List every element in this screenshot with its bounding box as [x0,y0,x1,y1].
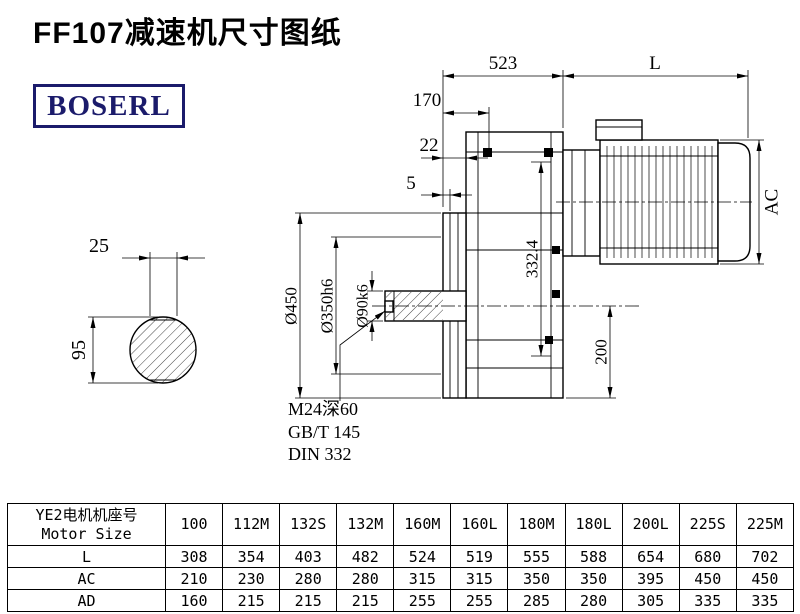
table-row-AC: AC 210 230 280 280 315 315 350 350 395 4… [7,567,795,590]
cell: 588 [564,545,623,568]
motor-size-header: YE2电机机座号 Motor Size [7,503,166,546]
row-label-AC: AC [7,567,166,590]
dim-shaft-95-label: 95 [68,340,90,360]
cell: 215 [279,589,338,612]
cell: 160 [164,589,224,612]
note-thread-m24: M24深60 [288,399,358,419]
cell: 354 [222,545,281,568]
cell: 335 [678,589,737,612]
dim-332-label: 332.4 [523,239,542,278]
dim-motor-length-label: L [649,53,661,74]
cell: 280 [336,567,395,590]
dim-flange-od-label: Ø450 [282,287,301,325]
cell: 395 [621,567,680,590]
cell: 403 [279,545,338,568]
cell: 335 [735,589,795,612]
m24-leader [339,310,386,401]
table-row-AD: AD 160 215 215 215 255 255 285 280 305 3… [7,589,795,612]
shaft-section-detail [129,316,197,384]
col-header-132m: 132M [336,503,395,546]
cell: 450 [735,567,795,590]
shaft-circle [129,316,197,384]
dim-motor-ac-label: AC [762,189,783,215]
col-header-100: 100 [164,503,224,546]
motor-size-en: Motor Size [41,524,132,543]
row-label-AD: AD [7,589,166,612]
col-header-225m: 225M [735,503,795,546]
table-header-row: YE2电机机座号 Motor Size 100 112M 132S 132M 1… [7,503,795,546]
dim-523-label: 523 [489,53,518,74]
m24-tap-hole [384,300,394,313]
cell: 210 [164,567,224,590]
gearbox-view [372,119,752,399]
col-header-160m: 160M [393,503,452,546]
dim-200-label: 200 [592,339,611,365]
size-table: YE2电机机座号 Motor Size 100 112M 132S 132M 1… [7,503,795,612]
note-gb-145: GB/T 145 [288,422,360,442]
logo-boserl: BOSERL [33,84,185,128]
row-label-L: L [7,545,166,568]
cell: 450 [678,567,737,590]
logo-text: BOSERL [47,89,171,122]
cell: 680 [678,545,737,568]
keyway-chords [149,319,177,381]
cell: 654 [621,545,680,568]
note-din-332: DIN 332 [288,444,352,464]
cell: 230 [222,567,281,590]
motor-size-cn: YE2电机机座号 [35,505,138,524]
dimension-labels: 523 L 170 22 5 Ø450 Ø350h6 Ø90k6 332.4 2… [68,53,783,464]
cell: 255 [393,589,452,612]
cell: 305 [621,589,680,612]
terminal-box [595,119,643,141]
dim-22-label: 22 [420,135,439,156]
cell: 285 [507,589,566,612]
cell: 519 [450,545,509,568]
dim-spigot-label: Ø350h6 [318,279,337,334]
table-row-L: L 308 354 403 482 524 519 555 588 654 68… [7,545,795,568]
dim-shaft-bore-label: Ø90k6 [355,284,372,328]
motor [595,119,751,265]
cell: 555 [507,545,566,568]
cell: 215 [336,589,395,612]
cell: 482 [336,545,395,568]
col-header-112m: 112M [222,503,281,546]
dim-5-label: 5 [406,173,416,194]
motor-adapter [562,149,601,257]
cell: 308 [164,545,224,568]
dim-170-label: 170 [413,90,442,111]
cell: 315 [393,567,452,590]
cell: 702 [735,545,795,568]
bolt-marks [483,148,560,344]
col-header-132s: 132S [279,503,338,546]
dim-keyway-25-label: 25 [89,235,109,257]
cell: 215 [222,589,281,612]
page-title: FF107减速机尺寸图纸 [33,17,342,50]
housing-body [465,131,564,399]
col-header-180l: 180L [564,503,623,546]
cell: 280 [279,567,338,590]
col-header-160l: 160L [450,503,509,546]
cell: 350 [564,567,623,590]
cell: 255 [450,589,509,612]
col-header-200l: 200L [621,503,680,546]
cell: 280 [564,589,623,612]
cell: 524 [393,545,452,568]
cell: 315 [450,567,509,590]
dimension-lines [88,70,764,401]
col-header-180m: 180M [507,503,566,546]
col-header-225s: 225S [678,503,737,546]
cell: 350 [507,567,566,590]
